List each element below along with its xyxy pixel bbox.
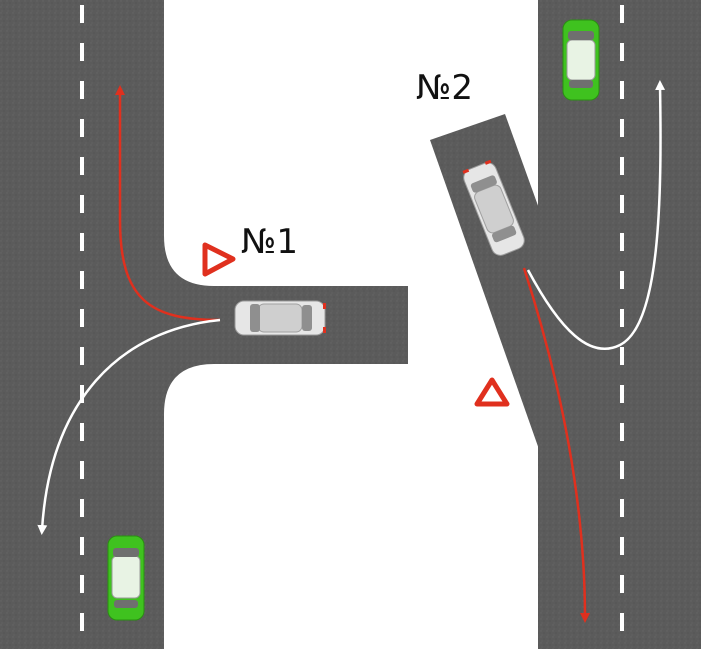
white-car [234, 300, 326, 336]
road-scene-2-side [430, 114, 541, 455]
scene-1-label: №1 [241, 222, 298, 262]
road-scene-1 [0, 0, 408, 649]
green-car [562, 19, 600, 101]
red-path-left-turn [115, 85, 221, 322]
yield-sign-icon [202, 242, 236, 277]
scene-1: №1 [0, 0, 408, 649]
white-path-u-turn [526, 80, 666, 351]
scene-2-label: №2 [416, 68, 473, 108]
yield-sign-icon [474, 377, 510, 407]
green-car [107, 535, 145, 621]
white-path-right-turn [37, 318, 221, 535]
white-car [462, 159, 525, 256]
scene-2: №2 [416, 0, 701, 649]
red-path-straight [522, 267, 590, 623]
